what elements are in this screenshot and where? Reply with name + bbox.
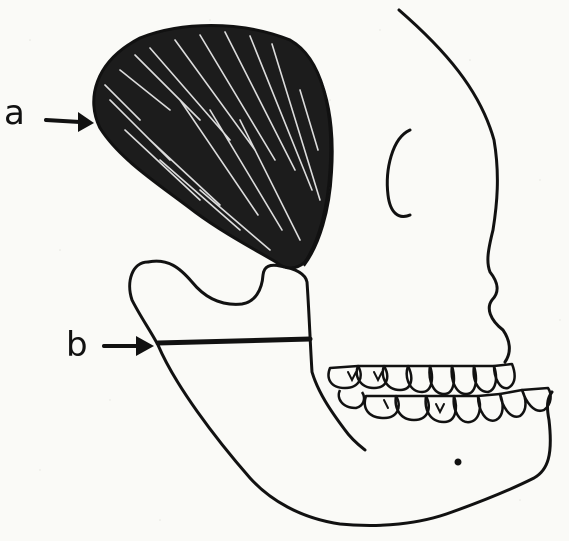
arrow-b-icon (104, 336, 154, 356)
ramus-outline (148, 261, 365, 450)
masseter-muscle (94, 26, 333, 269)
arrow-a-icon (46, 112, 94, 132)
upper-teeth (329, 364, 515, 394)
mandible-outline (130, 262, 552, 526)
label-a: a (4, 96, 25, 130)
cranium-outline (399, 10, 509, 362)
measurement-line-b (158, 339, 310, 343)
orbit (387, 130, 410, 216)
label-b: b (66, 328, 88, 362)
mental-foramen (455, 459, 462, 466)
